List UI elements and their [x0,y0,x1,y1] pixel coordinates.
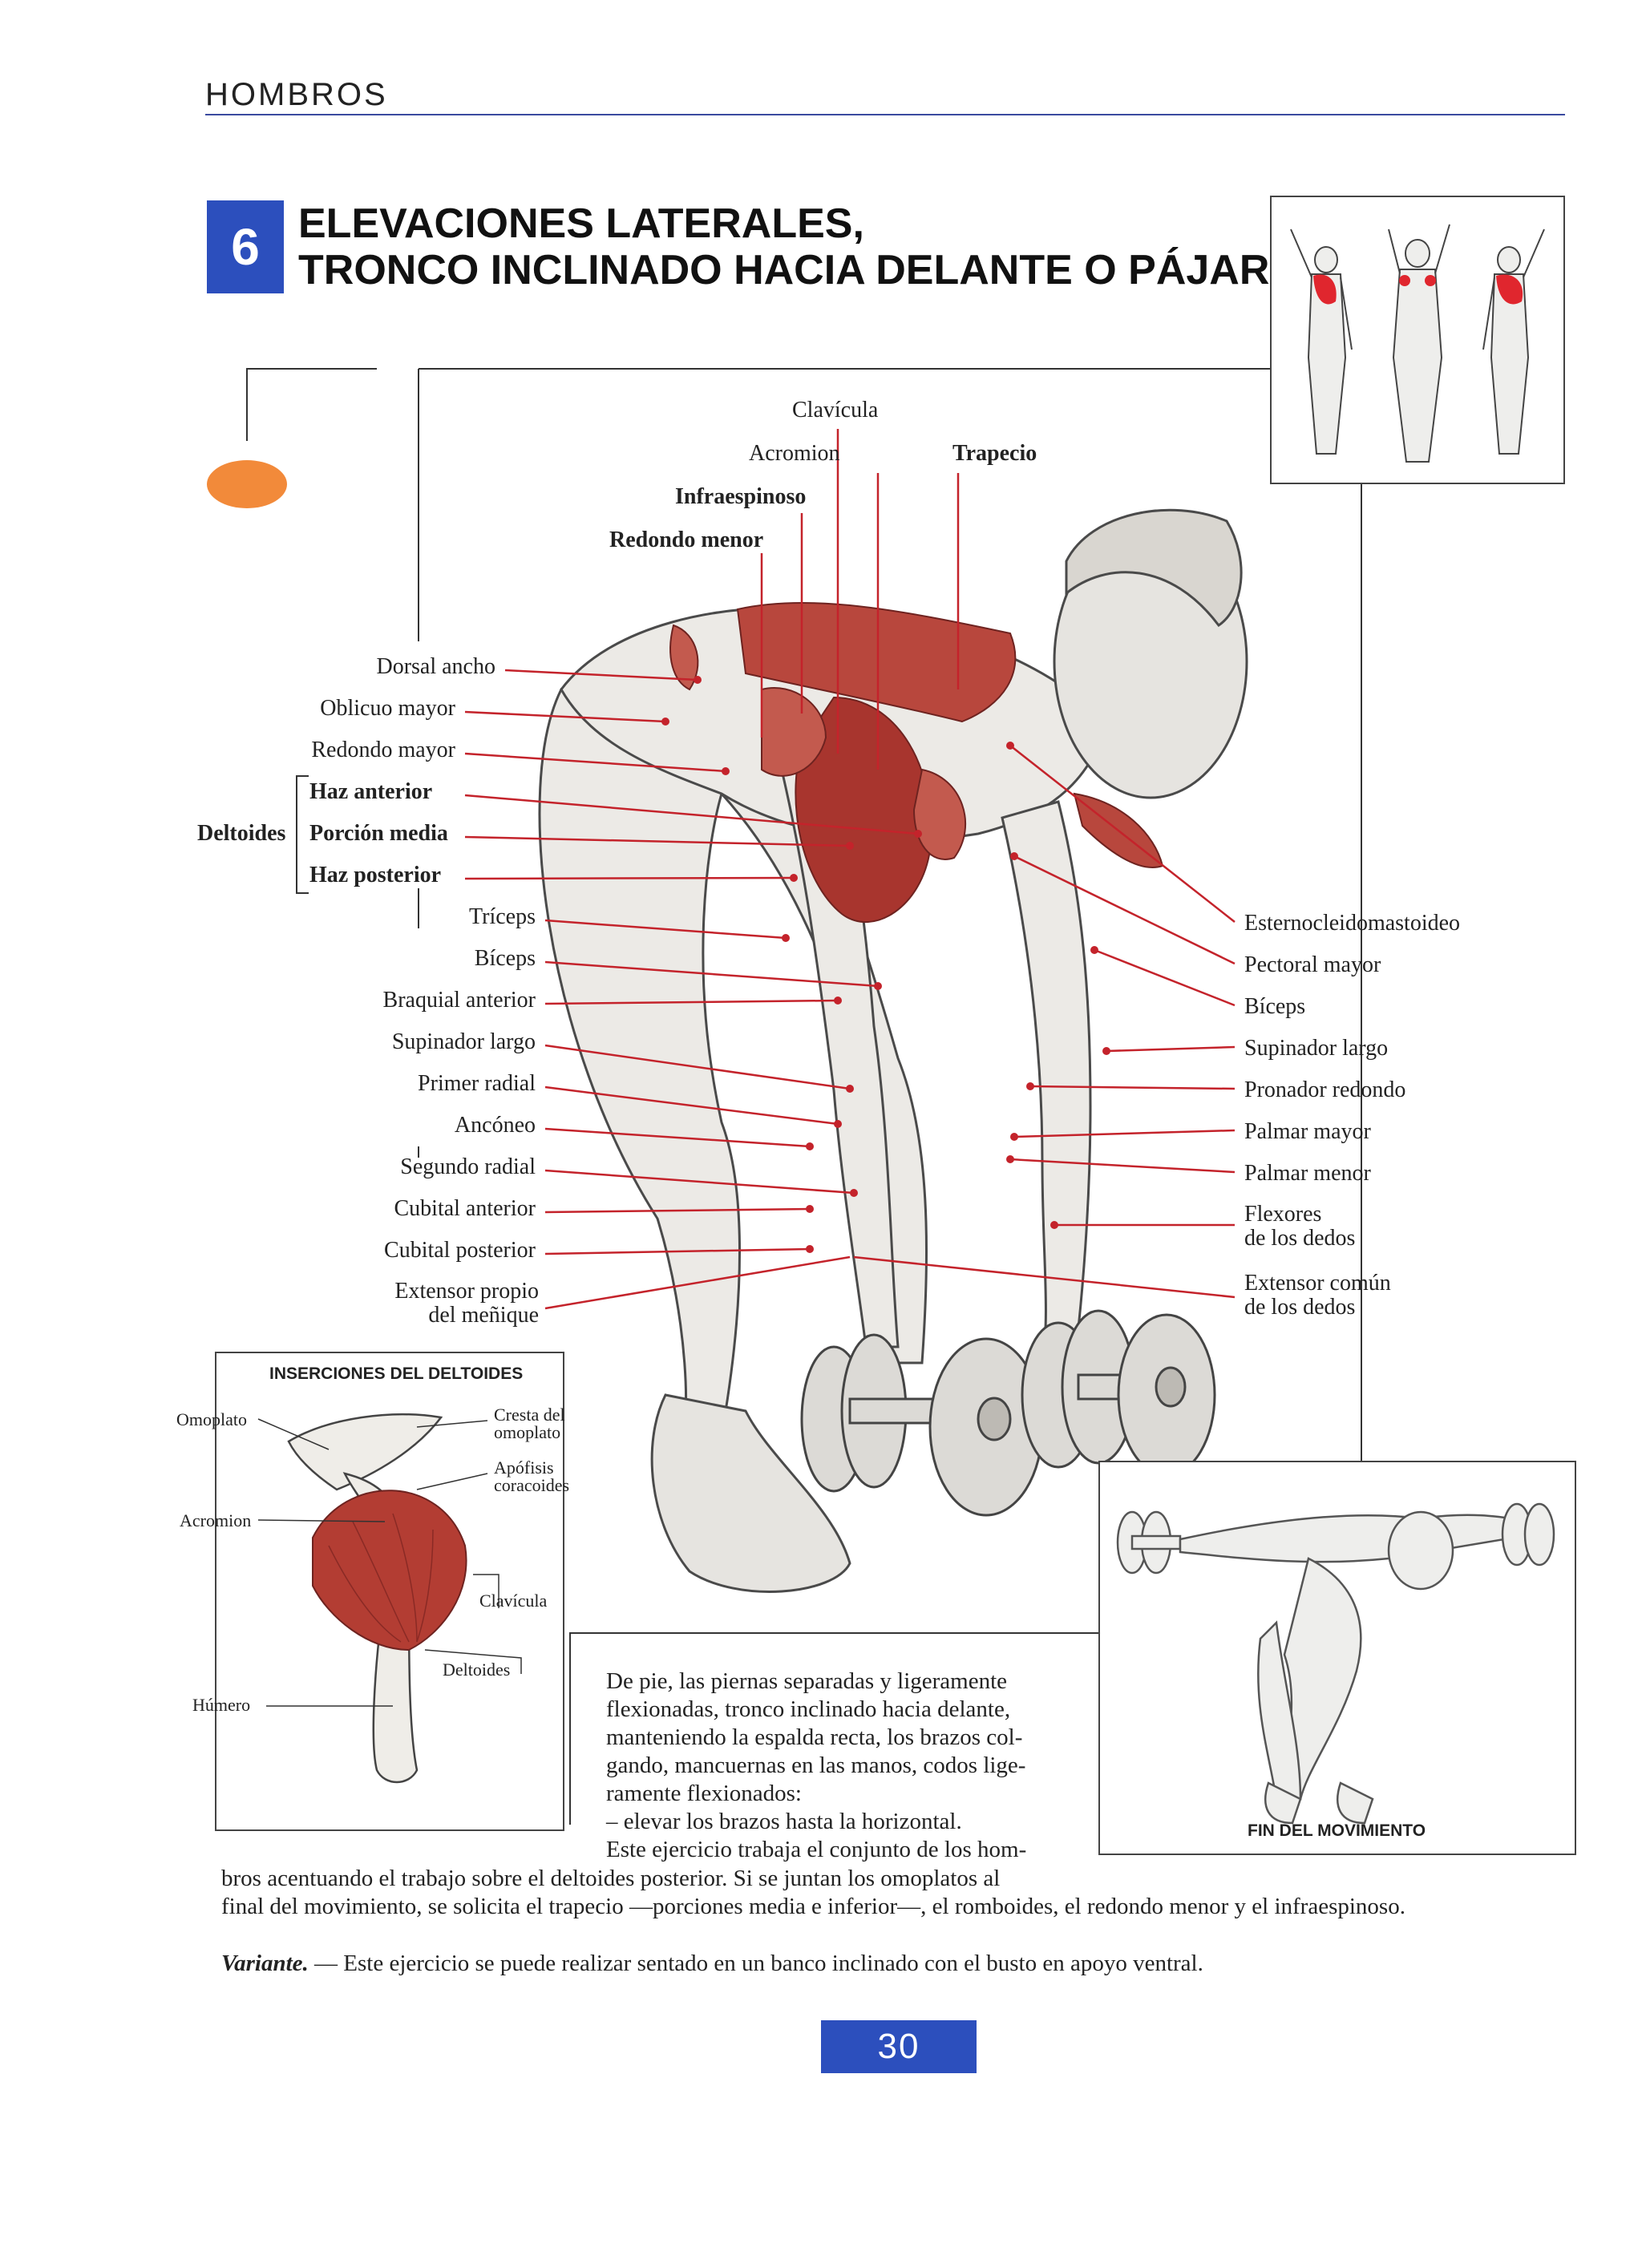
exercise-title-line-1: ELEVACIONES LATERALES, [298,200,864,247]
variante-label: Variante. [221,1951,309,1976]
label-cubital-posterior: Cubital posterior [384,1238,536,1263]
label-haz-anterior: Haz anterior [309,779,433,804]
leader-dots [661,676,1110,1253]
label-braquial-anterior: Braquial anterior [382,988,536,1013]
description-line-5: ramente flexionados: [606,1781,802,1806]
inset-label-humero: Húmero [192,1695,251,1715]
label-primer-radial: Primer radial [418,1071,536,1096]
inset-label-apofisis: Apófisis coracoides [494,1459,569,1494]
muscle-map-thumbnail [1270,196,1565,484]
figure-body [538,508,1248,1593]
text-top-rule [569,1632,1098,1634]
label-clavicula-top: Clavícula [792,398,879,422]
label-extensor-comun-line-1: Extensor común [1244,1271,1391,1296]
label-anconeo: Ancóneo [454,1113,536,1138]
label-extensor-propio-line-2: del meñique [428,1303,539,1328]
deltoid-insertions-inset: INSERCIONES DEL DELTOIDES [215,1352,564,1831]
label-pectoral-mayor: Pectoral mayor [1244,952,1381,977]
muscle-map-figures [1290,224,1545,463]
deltoid-inset-title: INSERCIONES DEL DELTOIDES [269,1364,524,1383]
description-line-8: bros acentuando el trabajo sobre el delt… [221,1866,1001,1891]
description-line-2: flexionadas, tronco inclinado hacia dela… [606,1696,1011,1722]
inset-label-apofisis-line-1: Apófisis [494,1457,554,1478]
muscles [669,601,1164,924]
section-title: HOMBROS [205,77,388,112]
end-of-movement-figure [1116,1502,1555,1825]
inset-label-apofisis-line-2: coracoides [494,1475,570,1495]
label-triceps: Tríceps [469,904,536,929]
inset-label-cresta: Cresta del omoplato [494,1406,565,1441]
label-cubital-anterior: Cubital anterior [394,1196,536,1221]
label-dorsal-ancho: Dorsal ancho [376,654,495,679]
frame-lines [246,368,1362,1464]
inset-label-deltoides: Deltoides [443,1660,511,1680]
label-palmar-menor: Palmar menor [1244,1161,1371,1186]
variante-text: — Este ejercicio se puede realizar senta… [308,1951,1203,1976]
label-extensor-comun-line-2: de los dedos [1244,1295,1356,1320]
end-of-movement-inset: FIN DEL MOVIMIENTO [1098,1461,1576,1855]
label-palmar-mayor: Palmar mayor [1244,1119,1371,1144]
deltoides-bracket [296,775,309,894]
leader-lines [464,429,1236,1310]
variante-paragraph: Variante. — Este ejercicio se puede real… [221,1950,1203,1978]
description-line-9: final del movimiento, se solicita el tra… [221,1894,1405,1919]
inset-label-acromion: Acromion [180,1510,252,1530]
label-flexores-line-1: Flexores [1244,1202,1322,1227]
description-block: De pie, las piernas separadas y ligerame… [606,1668,1062,1864]
description-line-7: Este ejercicio trabaja el conjunto de lo… [606,1837,1027,1862]
label-porcion-media: Porción media [309,821,448,846]
label-esternocleidomastoideo: Esternocleidomastoideo [1244,911,1461,936]
label-acromion-top: Acromion [749,441,840,466]
label-pronador-redondo: Pronador redondo [1244,1077,1406,1102]
description-line-3: manteniendo la espalda recta, los brazos… [606,1724,1023,1750]
deltoid-insertions-drawing [257,1413,522,1784]
label-supinador-largo-left: Supinador largo [391,1029,536,1054]
inset-label-cresta-line-2: omoplato [494,1422,561,1442]
inset-label-omoplato: Omoplato [176,1409,247,1429]
label-extensor-comun: Extensor común de los dedos [1244,1271,1391,1320]
description-line-1: De pie, las piernas separadas y ligerame… [606,1668,1008,1694]
page-number: 30 [821,2020,977,2073]
text-divider [569,1632,571,1825]
exercise-title-line-2: TRONCO INCLINADO HACIA DELANTE O PÁJARO [298,247,1302,293]
label-redondo-menor: Redondo menor [609,528,764,552]
exercise-title: ELEVACIONES LATERALES, TRONCO INCLINADO … [298,200,1302,293]
description-line-4: gando, mancuernas en las manos, codos li… [606,1753,1026,1778]
label-supinador-largo-right: Supinador largo [1244,1036,1389,1061]
description-continuation: bros acentuando el trabajo sobre el delt… [221,1865,1472,1921]
label-haz-posterior: Haz posterior [309,863,442,887]
dumbbells [800,1309,1216,1517]
orange-marker [207,460,287,508]
label-biceps-right: Bíceps [1244,994,1306,1019]
label-oblicuo-mayor: Oblicuo mayor [320,696,455,721]
label-trapecio: Trapecio [952,441,1037,466]
header-rule [205,114,1565,115]
end-of-movement-caption: FIN DEL MOVIMIENTO [1248,1821,1426,1840]
label-redondo-mayor: Redondo mayor [311,738,455,762]
label-flexores: Flexores de los dedos [1244,1203,1355,1251]
label-biceps-left: Bíceps [474,946,536,971]
inset-label-cresta-line-1: Cresta del [494,1405,565,1425]
label-infraespinoso: Infraespinoso [675,484,807,509]
exercise-number-badge: 6 [207,200,284,293]
label-extensor-propio: Extensor propio del meñique [305,1280,539,1328]
label-flexores-line-2: de los dedos [1244,1226,1356,1251]
inset-label-clavicula: Clavícula [479,1591,548,1611]
label-deltoides-group: Deltoides [197,821,286,846]
description-line-6: – elevar los brazos hasta la horizontal. [606,1809,962,1834]
label-extensor-propio-line-1: Extensor propio [394,1279,539,1304]
label-segundo-radial: Segundo radial [400,1154,536,1179]
